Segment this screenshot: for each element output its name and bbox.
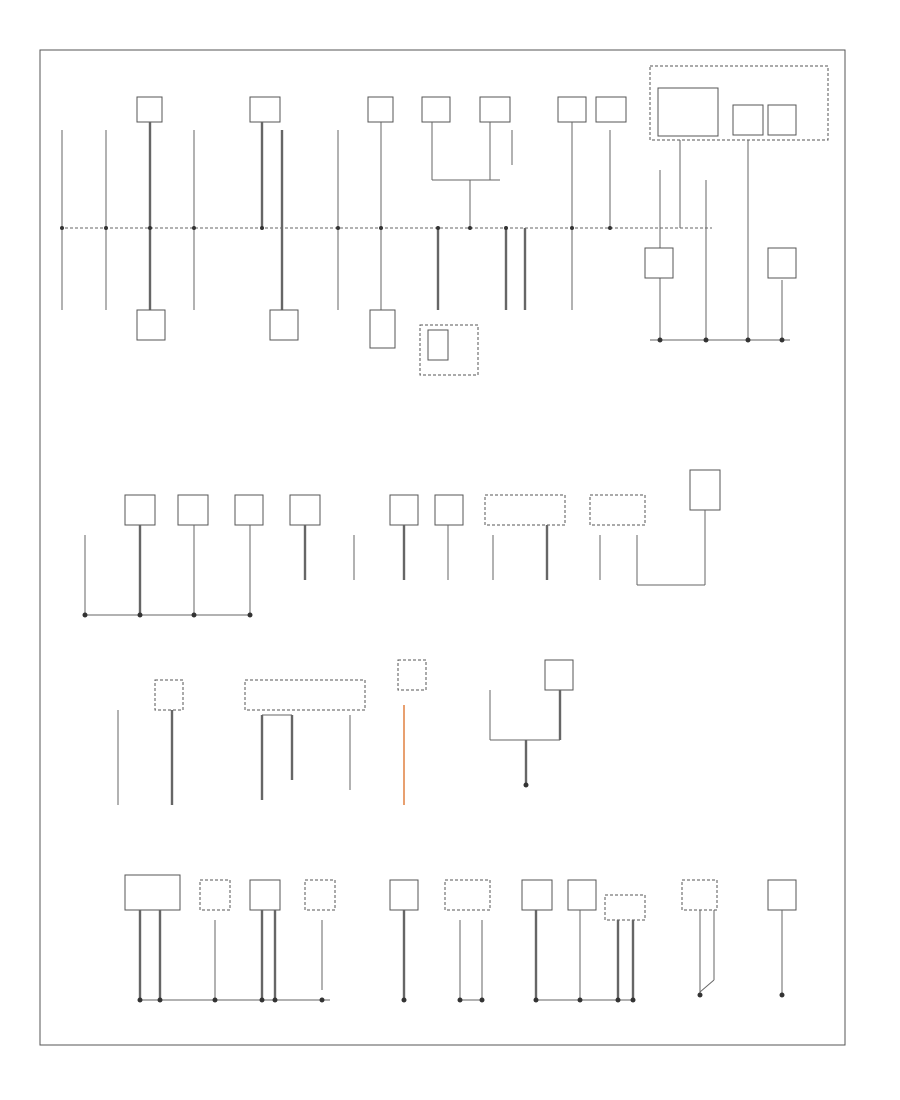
junction-dot	[703, 337, 709, 343]
component-box	[557, 96, 587, 123]
component-box	[767, 104, 797, 136]
junction-dot	[533, 997, 539, 1003]
component-box	[397, 659, 427, 691]
component-box	[567, 879, 597, 911]
component-box	[304, 879, 336, 911]
component-box	[732, 104, 764, 136]
junction-dot	[468, 226, 472, 230]
component-box	[249, 879, 281, 911]
junction-dot	[745, 337, 751, 343]
section-1	[60, 65, 829, 376]
component-box	[427, 329, 449, 361]
component-box	[369, 309, 396, 349]
component-box	[177, 494, 209, 526]
junction-dot	[260, 226, 264, 230]
component-box	[479, 96, 511, 123]
component-box	[136, 96, 163, 123]
junction-dot	[657, 337, 663, 343]
section-4	[124, 874, 797, 1003]
component-box	[234, 494, 264, 526]
junction-dot	[336, 226, 340, 230]
component-box	[367, 96, 394, 123]
component-box	[767, 247, 797, 279]
junction-dot	[60, 226, 64, 230]
component-box	[289, 494, 321, 526]
component-box	[604, 894, 646, 921]
junction-dot	[436, 226, 440, 230]
component-box	[444, 879, 491, 911]
junction-dot	[82, 612, 88, 618]
junction-dot	[104, 226, 108, 230]
component-box	[484, 494, 566, 526]
junction-dot	[192, 226, 196, 230]
junction-dot	[319, 997, 325, 1003]
junction-dot	[570, 226, 574, 230]
component-box	[589, 494, 646, 526]
component-box	[544, 659, 574, 691]
diagram-frame	[39, 49, 846, 1046]
junction-dot	[212, 997, 218, 1003]
junction-dot	[577, 997, 583, 1003]
junction-dot	[247, 612, 253, 618]
component-box	[689, 469, 721, 511]
junction-dot	[272, 997, 278, 1003]
component-box	[244, 679, 366, 711]
junction-dot	[379, 226, 383, 230]
junction-dot	[137, 612, 143, 618]
junction-dot	[615, 997, 621, 1003]
component-box	[421, 96, 451, 123]
section-3	[117, 659, 574, 805]
junction-dot	[697, 992, 703, 998]
component-box	[154, 679, 184, 711]
component-box	[644, 247, 674, 279]
junction-dot	[401, 997, 407, 1003]
junction-dot	[523, 782, 529, 788]
component-box	[389, 494, 419, 526]
component-box	[124, 874, 181, 911]
component-box	[657, 87, 719, 137]
junction-dot	[779, 992, 785, 998]
component-box	[124, 494, 156, 526]
junction-dot	[157, 997, 163, 1003]
component-box	[521, 879, 553, 911]
component-box	[249, 96, 281, 123]
junction-dot	[191, 612, 197, 618]
component-box	[389, 879, 419, 911]
junction-dot	[457, 997, 463, 1003]
component-box	[199, 879, 231, 911]
junction-dot	[779, 337, 785, 343]
section-2	[82, 469, 721, 618]
component-box	[595, 96, 627, 123]
junction-dot	[630, 997, 636, 1003]
junction-dot	[504, 226, 508, 230]
component-box	[269, 309, 299, 341]
junction-dot	[148, 226, 152, 230]
wire	[699, 979, 715, 993]
component-box	[681, 879, 718, 911]
component-box	[136, 309, 166, 341]
junction-dot	[608, 226, 612, 230]
component-box	[767, 879, 797, 911]
component-box	[434, 494, 464, 526]
junction-dot	[479, 997, 485, 1003]
junction-dot	[259, 997, 265, 1003]
junction-dot	[137, 997, 143, 1003]
